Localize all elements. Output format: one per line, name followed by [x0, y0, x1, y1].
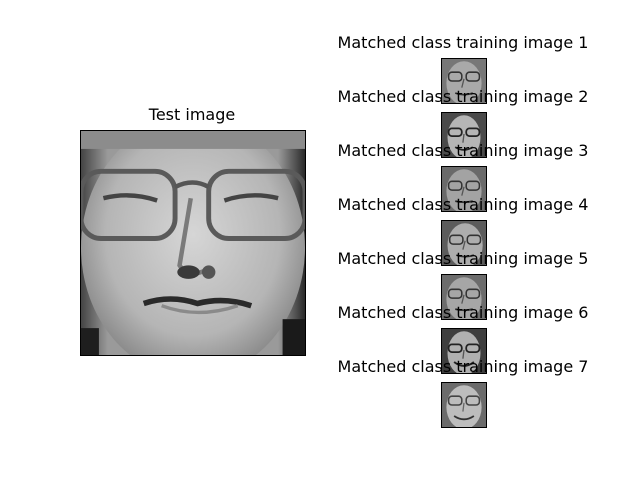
matched-image-3 [441, 166, 487, 212]
matched-face-graphic-2 [442, 113, 486, 157]
matched-face-graphic-3 [442, 167, 486, 211]
matched-image-title-2: Matched class training image 2 [337, 87, 589, 106]
test-image [80, 130, 306, 356]
matched-image-title-6: Matched class training image 6 [337, 303, 589, 322]
matched-image-7 [441, 382, 487, 428]
matched-image-2 [441, 112, 487, 158]
matched-face-graphic-5 [442, 275, 486, 319]
matched-image-title-5: Matched class training image 5 [337, 249, 589, 268]
matched-image-title-3: Matched class training image 3 [337, 141, 589, 160]
matched-image-title-7: Matched class training image 7 [337, 357, 589, 376]
matched-image-4 [441, 220, 487, 266]
matched-face-graphic-7 [442, 383, 486, 427]
matched-image-1 [441, 58, 487, 104]
test-face-graphic [81, 131, 305, 355]
matched-image-6 [441, 328, 487, 374]
matched-image-5 [441, 274, 487, 320]
matched-image-title-4: Matched class training image 4 [337, 195, 589, 214]
matched-face-graphic-6 [442, 329, 486, 373]
test-image-title: Test image [148, 105, 236, 124]
matched-face-graphic-4 [442, 221, 486, 265]
matched-face-graphic-1 [442, 59, 486, 103]
matched-image-title-1: Matched class training image 1 [337, 33, 589, 52]
